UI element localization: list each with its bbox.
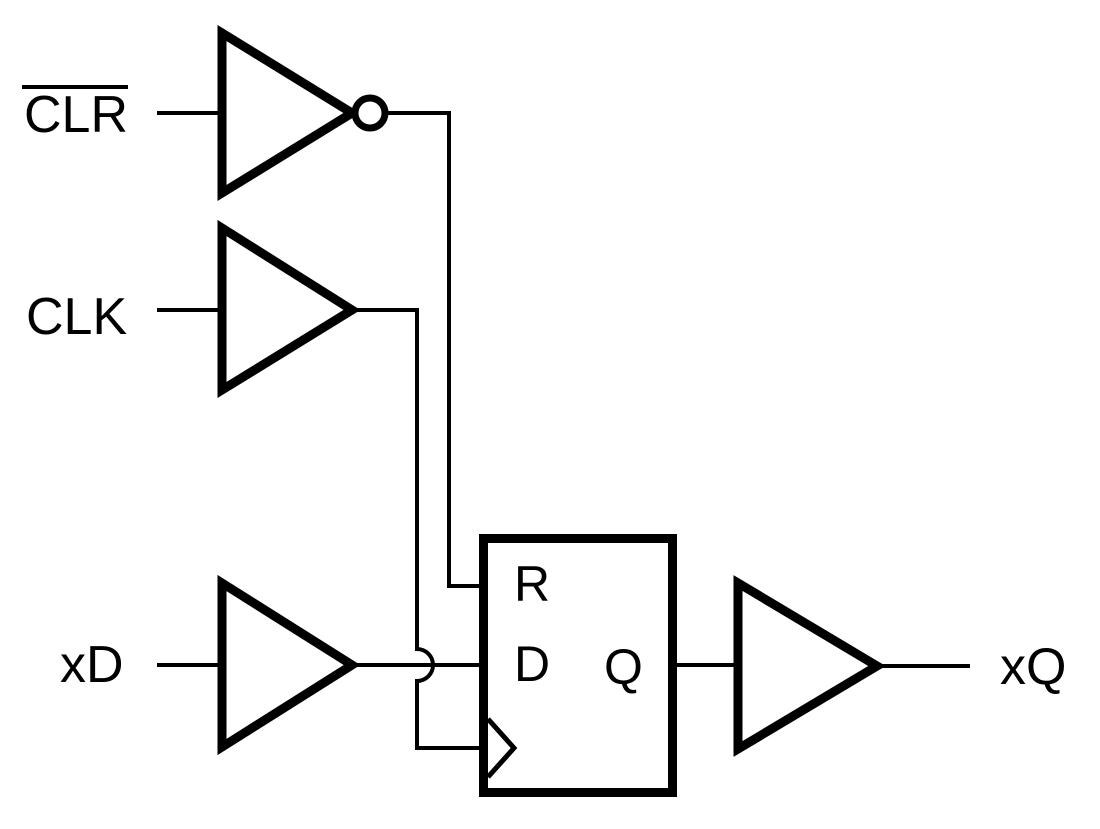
flip-flop-box	[479, 534, 677, 797]
xd-label: xD	[60, 636, 124, 694]
gates	[217, 24, 886, 797]
reset-port-label: R	[514, 556, 550, 612]
clk-label: CLK	[26, 288, 127, 346]
output-buffer-triangle-icon	[733, 575, 886, 757]
clk-to-clock-wire	[350, 308, 483, 750]
data-port-label: D	[514, 636, 550, 692]
clr-inverter-triangle-icon	[217, 24, 361, 202]
clr-label: CLR	[24, 86, 128, 144]
clock-edge-chevron-icon	[486, 717, 518, 779]
wires	[22, 85, 970, 750]
q-port-label: Q	[604, 639, 643, 695]
labels: CLR CLK xD xQ R D Q	[24, 86, 1066, 696]
xq-label: xQ	[1000, 638, 1066, 696]
xd-buffer-triangle-icon	[217, 574, 361, 756]
clk-buffer-triangle-icon	[217, 219, 361, 399]
clr-to-reset-wire	[384, 111, 483, 588]
clr-inverter-bubble-icon	[351, 94, 389, 132]
